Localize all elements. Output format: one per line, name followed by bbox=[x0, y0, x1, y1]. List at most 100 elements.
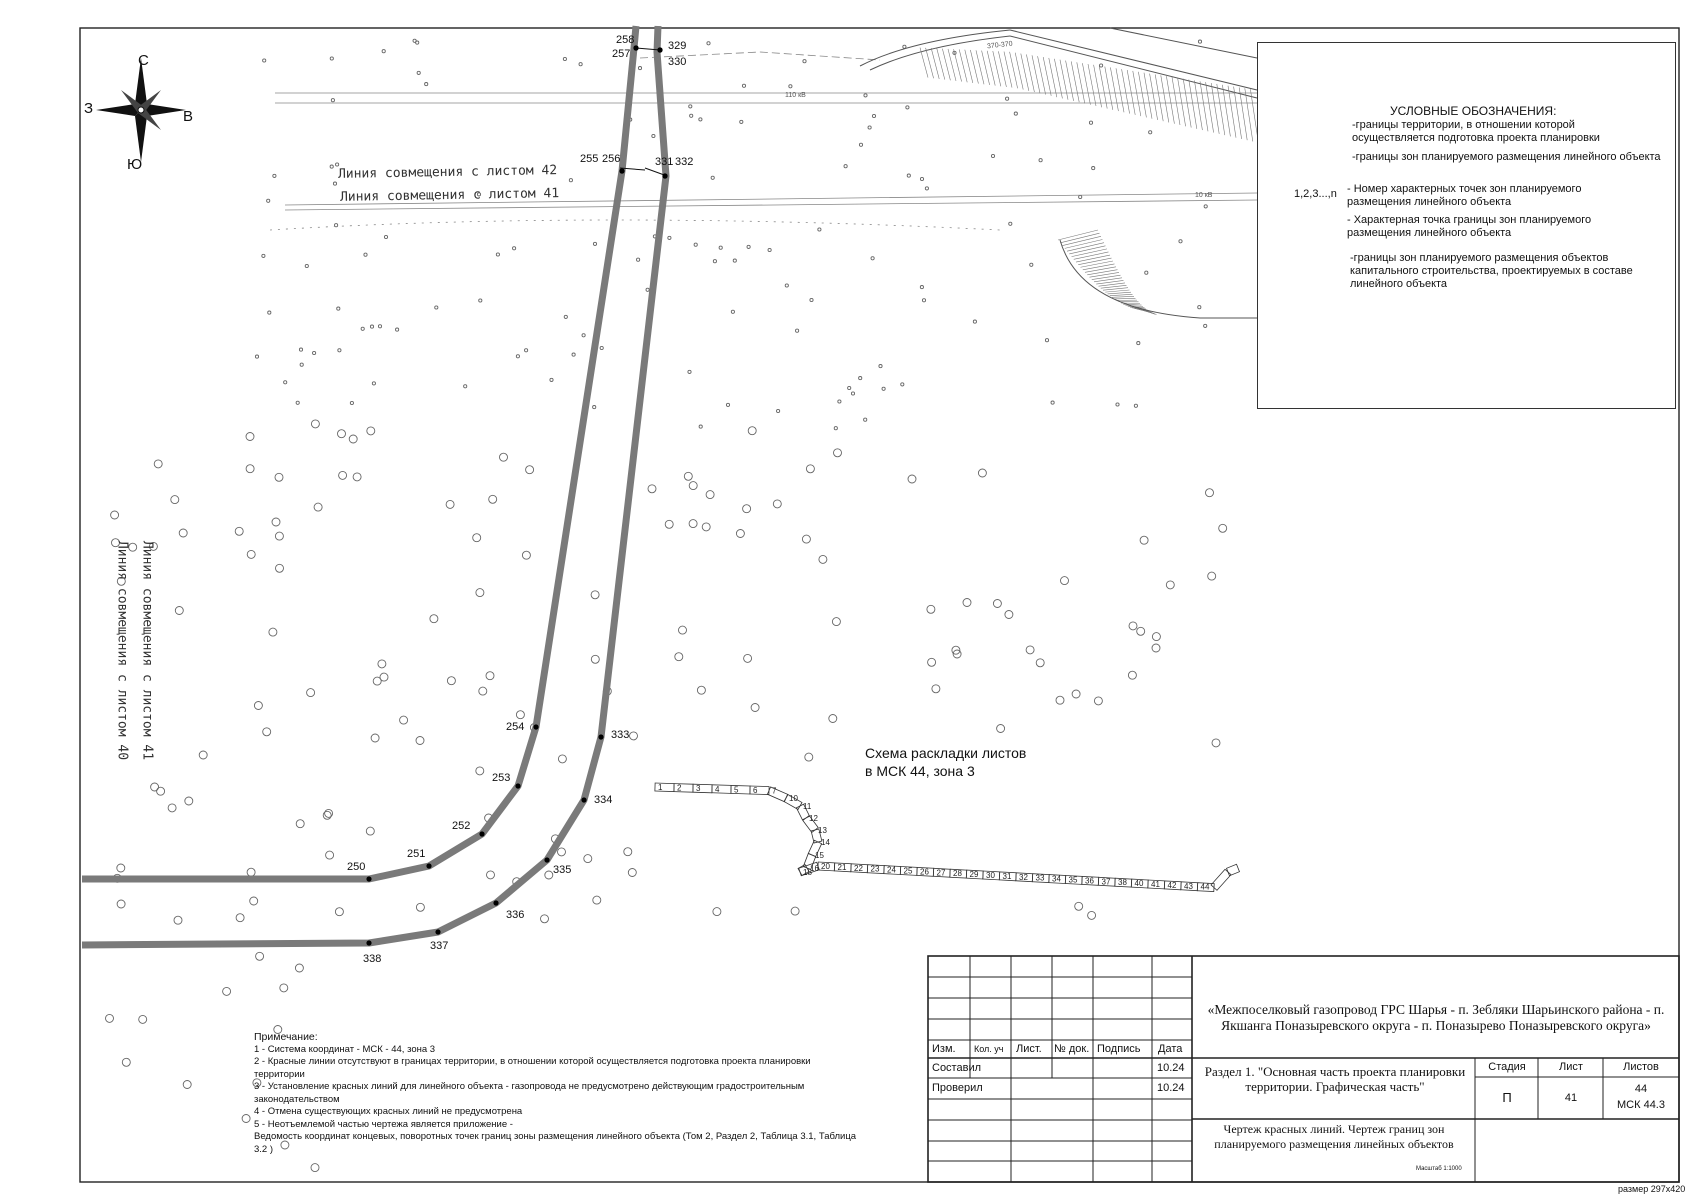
scheme-sheet-number: 24 bbox=[887, 866, 896, 875]
terrain-symbol bbox=[412, 38, 417, 43]
terrain-symbol bbox=[377, 324, 383, 329]
terrain-symbol bbox=[415, 40, 420, 45]
terrain-symbol bbox=[540, 914, 549, 924]
scheme-sheet-number: 29 bbox=[970, 870, 979, 879]
terrain-symbol bbox=[294, 963, 304, 973]
scheme-title-line2: в МСК 44, зона 3 bbox=[865, 763, 975, 779]
terrain-symbol bbox=[741, 83, 747, 88]
terrain-symbol bbox=[153, 459, 163, 469]
terrain-symbol bbox=[170, 495, 180, 505]
terrain-symbol bbox=[902, 44, 907, 49]
terrain-symbol bbox=[306, 688, 316, 698]
slope-edge bbox=[1059, 239, 1257, 319]
terrain-symbol bbox=[150, 782, 160, 792]
hatch-stroke bbox=[1062, 236, 1102, 246]
terrain-symbol bbox=[590, 590, 600, 600]
terrain-symbol bbox=[1071, 689, 1081, 699]
terrain-symbol bbox=[1008, 221, 1013, 226]
terrain-symbol bbox=[712, 907, 722, 917]
scheme-sheet-number: 28 bbox=[953, 869, 962, 878]
terrain-symbol bbox=[254, 354, 260, 359]
scheme-title-line1: Схема раскладки листов bbox=[865, 745, 1027, 761]
terrain-symbol bbox=[379, 672, 389, 682]
terrain-symbol bbox=[725, 402, 731, 407]
note-2: 2 - Красные линии отсутствуют в границах… bbox=[254, 1056, 811, 1080]
terrain-symbol bbox=[1151, 632, 1161, 642]
hatch-stroke bbox=[1060, 232, 1100, 244]
terrain-symbol bbox=[1115, 402, 1120, 407]
terrain-symbol bbox=[583, 854, 593, 864]
characteristic-point bbox=[533, 724, 539, 730]
terrain-symbol bbox=[900, 382, 905, 387]
compass-west: З bbox=[84, 100, 94, 117]
terrain-symbol bbox=[116, 863, 126, 873]
hatch-stroke bbox=[1089, 272, 1120, 278]
hatch-stroke bbox=[1054, 58, 1063, 99]
point-label: 252 bbox=[452, 820, 471, 832]
scheme-sheet-number: 18 bbox=[803, 868, 812, 877]
terrain-symbol bbox=[1148, 130, 1153, 135]
terrain-symbol bbox=[478, 686, 488, 696]
hatch-stroke bbox=[1093, 64, 1102, 108]
terrain-symbol bbox=[304, 263, 309, 269]
terrain-symbol bbox=[1060, 576, 1069, 586]
hatch-stroke bbox=[1087, 63, 1097, 107]
hatch-stroke bbox=[1026, 54, 1035, 93]
hatch-stroke bbox=[1171, 76, 1181, 126]
topo-lines bbox=[269, 51, 1258, 231]
terrain-symbol bbox=[1207, 571, 1217, 581]
legend-item-number-key: 1,2,3...,n bbox=[1294, 188, 1337, 200]
scheme-sheet-number: 20 bbox=[821, 862, 830, 871]
terrain-symbol bbox=[592, 895, 602, 905]
terrain-symbol bbox=[415, 736, 425, 745]
terrain-symbol bbox=[352, 472, 362, 482]
hatch-stroke bbox=[1154, 74, 1164, 122]
hatch-stroke bbox=[1076, 62, 1086, 104]
hatch-stroke bbox=[1227, 85, 1237, 138]
terrain-symbol bbox=[261, 253, 266, 258]
terrain-symbol bbox=[262, 58, 267, 63]
terrain-symbol bbox=[698, 117, 703, 122]
terrain-symbol bbox=[174, 606, 184, 615]
terrain-symbol bbox=[335, 162, 340, 167]
terrain-symbol bbox=[1078, 194, 1083, 200]
characteristic-point bbox=[662, 173, 668, 179]
terrain-symbol bbox=[693, 242, 698, 247]
hatch-stroke bbox=[1238, 87, 1248, 141]
terrain-symbol bbox=[790, 906, 800, 916]
characteristic-point bbox=[619, 168, 625, 174]
terrain-symbol bbox=[246, 549, 256, 559]
dotted-boundary bbox=[269, 219, 1001, 231]
terrain-symbol bbox=[283, 380, 288, 385]
terrain-symbol bbox=[828, 714, 838, 723]
terrain-symbol bbox=[268, 627, 278, 637]
terrain-symbol bbox=[992, 599, 1002, 608]
scheme-sheet-number: 34 bbox=[1052, 875, 1061, 884]
hatch-stroke bbox=[1138, 71, 1147, 118]
hatch-stroke bbox=[1066, 242, 1105, 252]
terrain-symbol bbox=[298, 347, 304, 352]
terrain-symbol bbox=[475, 588, 485, 598]
road bbox=[859, 27, 1258, 99]
terrain-symbol bbox=[804, 752, 814, 762]
terrain-symbol bbox=[249, 896, 259, 906]
terrain-symbol bbox=[241, 1114, 251, 1123]
characteristic-point bbox=[493, 900, 499, 906]
hatch-stroke bbox=[1104, 66, 1114, 110]
characteristic-point bbox=[515, 783, 521, 789]
terrain-symbol bbox=[784, 283, 789, 288]
hatch-stroke bbox=[1091, 274, 1121, 280]
terrain-symbol bbox=[863, 93, 868, 98]
hatch-stroke bbox=[1082, 263, 1115, 271]
scheme-sheet-number: 40 bbox=[1135, 879, 1144, 888]
terrain-symbol bbox=[563, 314, 568, 319]
hatch-stroke bbox=[1199, 81, 1209, 132]
terrain-symbol bbox=[310, 419, 320, 429]
hatch-stroke bbox=[919, 47, 929, 78]
terrain-symbol bbox=[485, 671, 495, 681]
hatch-stroke bbox=[1009, 51, 1018, 89]
scheme-sheet-number: 43 bbox=[1184, 882, 1193, 891]
dashed-path bbox=[639, 51, 881, 61]
terrain-symbol bbox=[148, 541, 158, 551]
hatch-stroke bbox=[1098, 65, 1108, 109]
